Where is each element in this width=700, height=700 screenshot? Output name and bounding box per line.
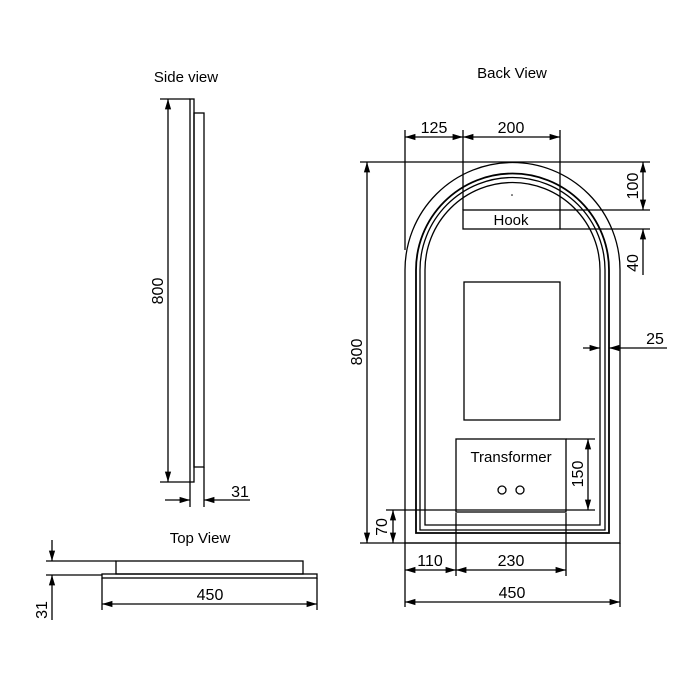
side-view: Side view 800 31 [150,69,250,507]
transformer-from-bottom-label: 70 [374,518,391,536]
hook [462,209,561,230]
frame-inset-label: 25 [646,331,664,348]
transformer-height-label: 150 [570,461,587,488]
top-view-title: Top View [170,530,231,547]
side-depth-label: 31 [231,484,249,501]
width-label: 450 [499,585,526,602]
hook-from-top-label: 100 [625,173,642,200]
top-view: Top View 31 450 [34,530,318,620]
side-view-title: Side view [154,69,218,86]
transformer [455,438,567,513]
hook-width-label: 200 [498,120,525,137]
mirror-outline [404,161,621,544]
back-view: Back View Hook Transformer 125 200 800 1… [349,65,667,607]
hook-gap-label: 40 [625,254,642,272]
side-back-box [193,112,205,468]
back-view-title: Back View [477,65,547,82]
transformer-port [497,485,507,495]
hook-offset-left-label: 125 [421,120,448,137]
transformer-label: Transformer [470,449,551,466]
transformer-offset-left-label: 110 [417,553,443,570]
hook-label: Hook [493,212,529,229]
height-label: 800 [349,339,366,366]
top-back-box [115,560,304,575]
mirror-frame [415,172,610,534]
top-depth-label: 31 [34,601,51,619]
top-mirror-panel [101,573,318,579]
back-panel-window [463,281,561,421]
top-width-label: 450 [197,587,224,604]
transformer-width-label: 230 [498,553,525,570]
side-height-label: 800 [150,278,167,305]
transformer-port [515,485,525,495]
